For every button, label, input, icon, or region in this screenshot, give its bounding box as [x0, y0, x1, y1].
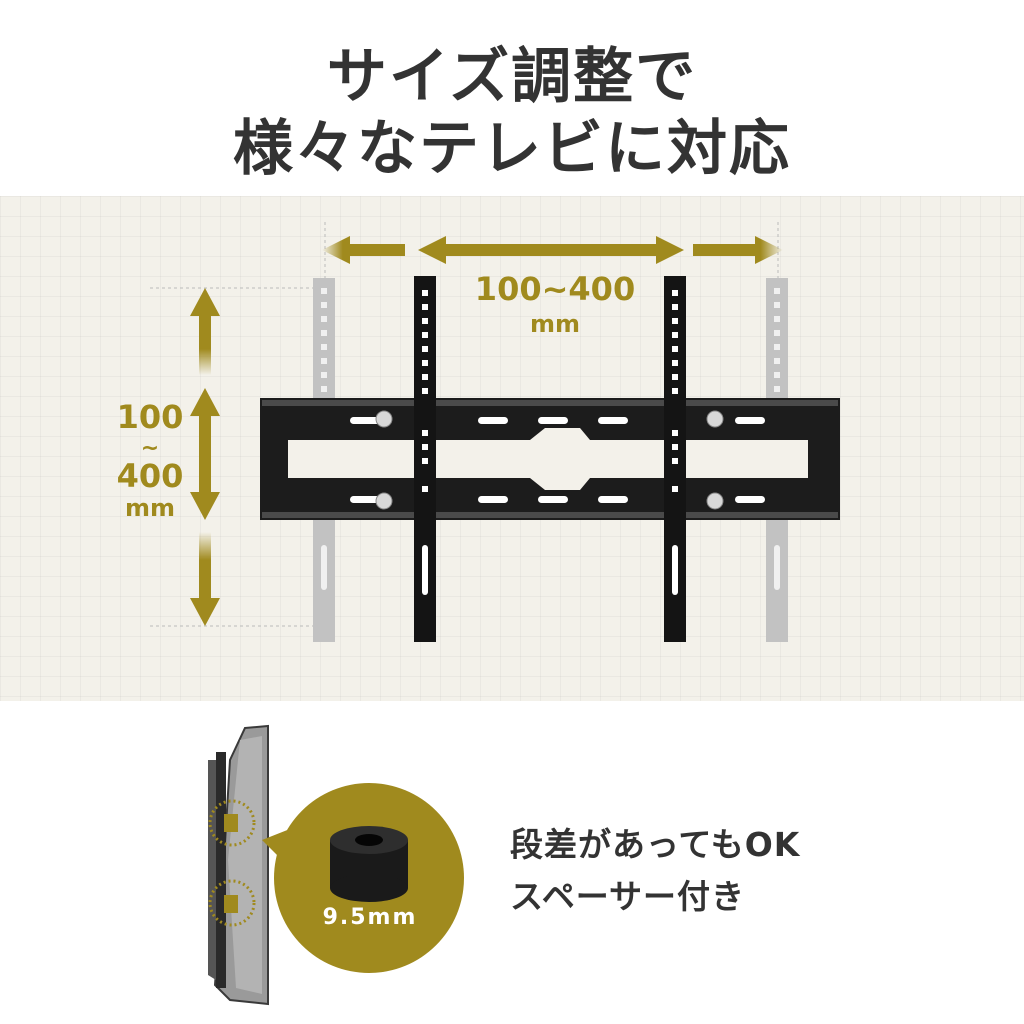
- arrow-down: [190, 532, 220, 626]
- bracket-arm-right: [664, 276, 686, 642]
- vertical-range-unit: mm: [124, 494, 175, 522]
- bracket-arm-left: [414, 276, 436, 642]
- arrow-left: [322, 236, 405, 264]
- spacer-callout: [262, 783, 464, 973]
- arrow-middle: [190, 388, 220, 520]
- tv-side-view: [208, 724, 269, 1006]
- horizontal-arrows: [322, 236, 783, 264]
- horizontal-range-unit: mm: [529, 310, 580, 338]
- vertical-range-separator: ~: [140, 436, 160, 461]
- spacer-size-label: 9.5mm: [322, 905, 418, 930]
- spacer-caption-line-2: スペーサー付き: [510, 877, 746, 916]
- diagram-background: [0, 196, 1024, 701]
- spacer-highlight-1: [208, 799, 256, 847]
- horizontal-range-value: 100~400: [474, 270, 636, 308]
- spacer-highlight-2: [208, 879, 256, 927]
- arrow-up: [190, 288, 220, 375]
- title-line-1: サイズ調整で: [326, 42, 698, 112]
- arrow-right: [693, 236, 783, 264]
- vertical-range-to: 400: [116, 457, 184, 495]
- wall-plate: [260, 398, 840, 520]
- title-line-2: 様々なテレビに対応: [233, 114, 791, 184]
- vertical-range-from: 100: [116, 398, 184, 436]
- vertical-arrows: [190, 288, 220, 626]
- arrow-center: [418, 236, 684, 264]
- spacer-caption-line-1: 段差があってもOK: [510, 825, 801, 864]
- spacer-icon: [330, 826, 408, 902]
- bolts: [375, 410, 724, 510]
